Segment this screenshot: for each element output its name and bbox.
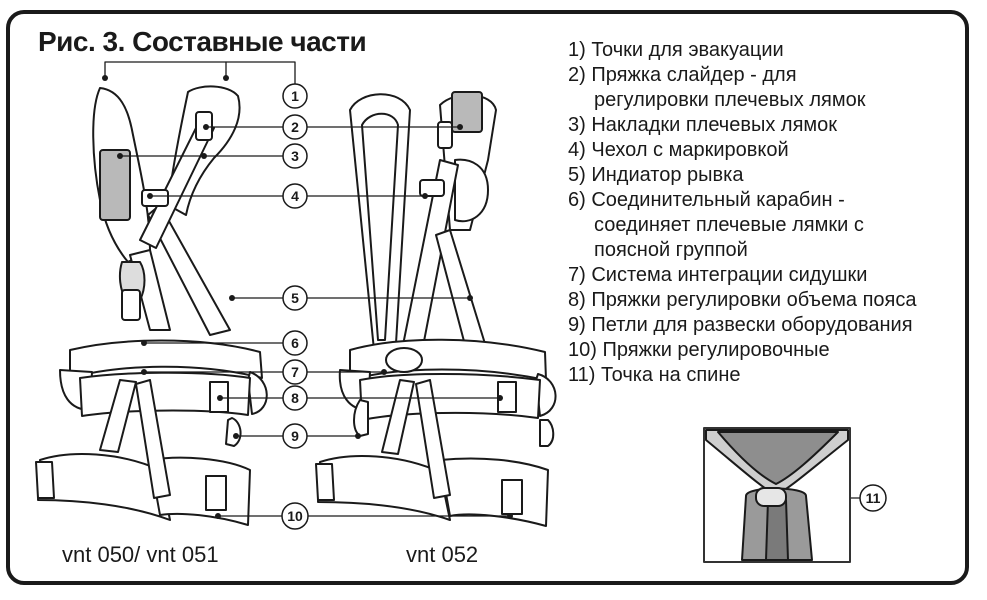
callout-9: 9 — [282, 423, 308, 449]
callout-3: 3 — [282, 143, 308, 169]
model-label-right: vnt 052 — [406, 542, 479, 567]
svg-text:4: 4 — [291, 188, 299, 204]
callout-6: 6 — [282, 330, 308, 356]
back-point-inset — [703, 427, 851, 563]
callout-8: 8 — [282, 385, 308, 411]
legend-item-3: 3) Накладки плечевых лямок — [568, 114, 838, 136]
legend-item-9: 9) Петли для развески оборудования — [568, 314, 913, 336]
legend-item-4: 4) Чехол с маркировкой — [568, 139, 789, 161]
callout-markers: 1 2 3 4 5 6 7 8 9 10 11 — [281, 83, 887, 530]
parts-legend: 1) Точки для эвакуации 2) Пряжка слайдер… — [568, 38, 968, 388]
legend-item-11: 11) Точка на спине — [568, 364, 741, 386]
callout-10: 10 — [281, 502, 309, 530]
legend-item-1: 1) Точки для эвакуации — [568, 39, 784, 61]
callout-7: 7 — [282, 359, 308, 385]
legend-item-6: 6) Соединительный карабин -соединяет пле… — [568, 189, 864, 261]
harness-right-drawing — [315, 91, 557, 527]
svg-text:11: 11 — [866, 490, 881, 506]
callout-1: 1 — [282, 83, 308, 109]
svg-text:5: 5 — [291, 290, 299, 306]
callout-dots — [102, 75, 793, 519]
callout-5: 5 — [282, 285, 308, 311]
svg-text:10: 10 — [287, 508, 303, 524]
svg-text:8: 8 — [291, 390, 299, 406]
callout-4: 4 — [282, 183, 308, 209]
callout-leaders — [104, 61, 861, 517]
legend-item-7: 7) Система интеграции сидушки — [568, 264, 868, 286]
svg-text:7: 7 — [291, 364, 299, 380]
legend-item-10: 10) Пряжки регулировочные — [568, 339, 830, 361]
figure-title: Рис. 3. Составные части — [38, 26, 367, 57]
svg-text:9: 9 — [291, 428, 299, 444]
callout-2: 2 — [282, 114, 308, 140]
svg-text:3: 3 — [291, 148, 299, 164]
label-sleeve-right — [451, 91, 483, 133]
svg-text:2: 2 — [291, 119, 299, 135]
legend-item-5: 5) Индиатор рывка — [568, 164, 744, 186]
harness-left-drawing — [35, 85, 268, 526]
model-label-left: vnt 050/ vnt 051 — [62, 542, 219, 567]
svg-text:6: 6 — [291, 335, 299, 351]
legend-item-8: 8) Пряжки регулировки объема пояса — [568, 289, 917, 311]
svg-text:1: 1 — [291, 88, 299, 104]
callout-11: 11 — [859, 484, 887, 512]
label-sleeve-left — [99, 149, 131, 221]
